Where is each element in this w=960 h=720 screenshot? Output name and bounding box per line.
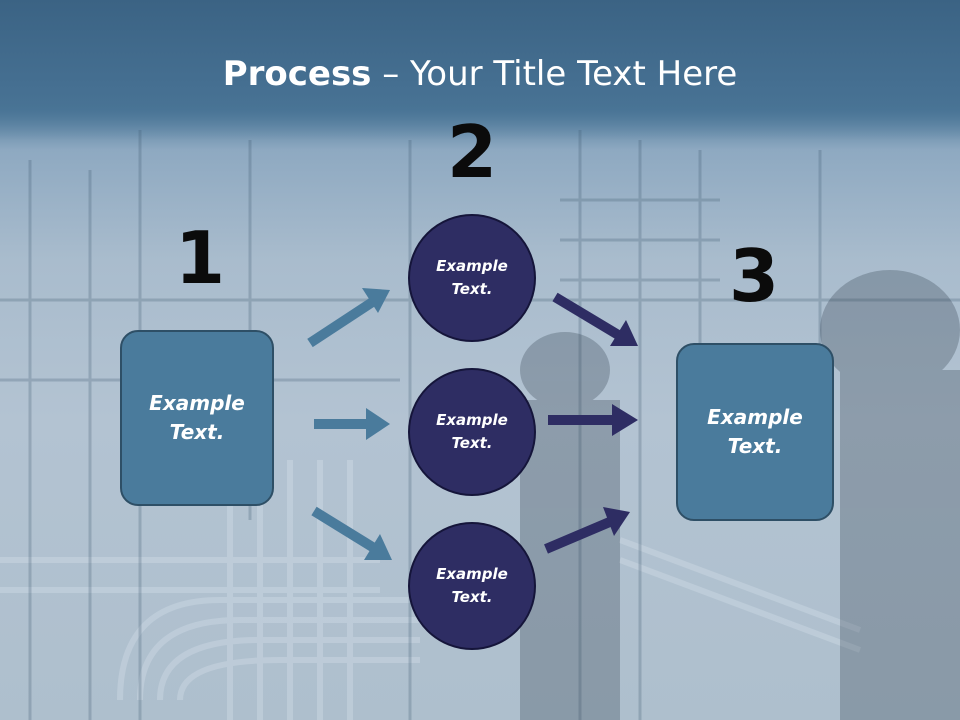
left-arrows (307, 288, 392, 560)
circle-top-text: Example Text. (436, 257, 508, 298)
arrowhead-left-to-bottom (364, 534, 392, 560)
step-number-1: 1 (174, 216, 226, 300)
circle-top[interactable]: Example Text. (408, 214, 536, 342)
arrowhead-left-to-middle (366, 408, 390, 440)
title-band (0, 0, 960, 140)
arrowhead-middle-to-right (612, 404, 638, 436)
arrow-top-to-right (552, 292, 623, 341)
arrowhead-top-to-right (610, 320, 638, 346)
box-left[interactable]: Example Text. (120, 330, 274, 506)
box-left-text: Example Text. (149, 391, 245, 444)
arrow-bottom-to-right (544, 516, 614, 554)
slide-title: Process – Your Title Text Here (0, 52, 960, 96)
step-number-3: 3 (728, 234, 780, 318)
box-right-text: Example Text. (707, 405, 803, 458)
right-arrows (544, 292, 638, 554)
arrow-left-to-top (307, 296, 377, 348)
circle-bottom[interactable]: Example Text. (408, 522, 536, 650)
arrowhead-bottom-to-right (603, 507, 630, 536)
step-number-2: 2 (446, 110, 498, 194)
circle-middle-text: Example Text. (436, 411, 508, 452)
circle-bottom-text: Example Text. (436, 565, 508, 606)
arrow-left-to-bottom (311, 506, 377, 553)
circle-middle[interactable]: Example Text. (408, 368, 536, 496)
box-right[interactable]: Example Text. (676, 343, 834, 521)
arrowhead-left-to-top (362, 288, 390, 313)
title-bold: Process (222, 54, 372, 94)
title-rest: – Your Title Text Here (371, 54, 738, 94)
